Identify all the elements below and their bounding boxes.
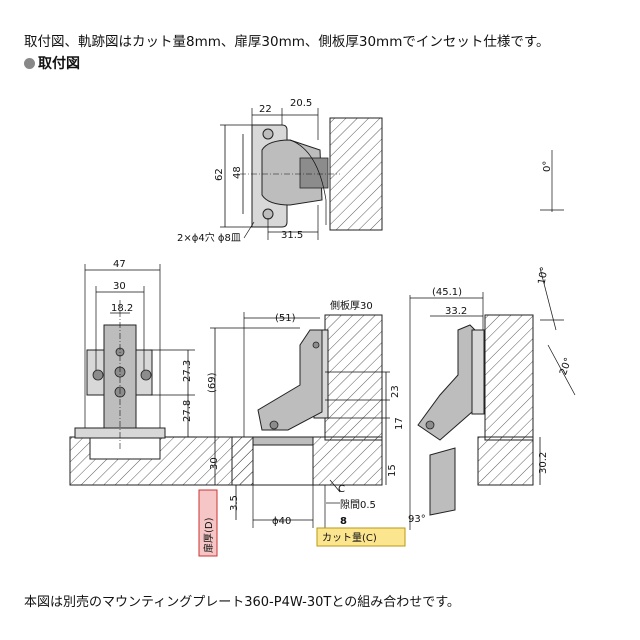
side-panel-traj bbox=[484, 314, 534, 441]
dim-62: 62 bbox=[214, 168, 225, 181]
label-c-small: C bbox=[338, 484, 345, 495]
dim-3-5: 3.5 bbox=[229, 495, 240, 511]
dim-48: 48 bbox=[232, 166, 243, 179]
dim-23: 23 bbox=[390, 385, 401, 398]
side-view: (51) 側板厚30 (69) 23 17 15 30 3.5 ϕ40 8 C … bbox=[198, 299, 406, 557]
hinge-cup-top bbox=[261, 139, 323, 206]
plate-traj bbox=[471, 329, 485, 415]
hole-note: 2×ϕ4穴 ϕ8皿 bbox=[177, 231, 241, 244]
dim-47: 47 bbox=[113, 259, 126, 270]
front-view: 47 30 18.2 27.3 27.8 bbox=[69, 259, 263, 486]
hinge-arm-traj bbox=[417, 324, 481, 441]
hinge-arm-top bbox=[299, 157, 329, 189]
dim-30-side: 30 bbox=[209, 457, 220, 470]
door-corner-traj bbox=[477, 436, 534, 486]
angle-93: 93° bbox=[408, 514, 426, 525]
dim-69: (69) bbox=[207, 372, 218, 393]
cut-amount-label: カット量(C) bbox=[322, 532, 377, 544]
dim-15: 15 bbox=[387, 464, 398, 477]
clearance: 隙間0.5 bbox=[340, 498, 376, 511]
angle-10: 10° bbox=[537, 266, 551, 285]
plate-screw-left bbox=[92, 369, 104, 381]
door-thickness-box bbox=[198, 489, 218, 557]
dim-27-8: 27.8 bbox=[182, 400, 193, 422]
section-title-text: 取付図 bbox=[38, 56, 80, 72]
hinge-arm-side bbox=[257, 329, 323, 431]
dim-8: 8 bbox=[340, 516, 347, 527]
caption-top: 取付図、軌跡図はカット量8mm、扉厚30mm、側板厚30mmでインセット仕様です… bbox=[24, 34, 550, 50]
dim-45-1: (45.1) bbox=[432, 287, 462, 298]
dim-22: 22 bbox=[259, 104, 272, 115]
dim-51: (51) bbox=[275, 313, 296, 324]
pivot-traj bbox=[425, 420, 435, 430]
screw-hole-top-2 bbox=[262, 208, 274, 220]
dim-17: 17 bbox=[394, 417, 405, 430]
bullet-icon bbox=[24, 58, 35, 69]
door-arc-top bbox=[289, 139, 327, 225]
dim-30-2: 30.2 bbox=[538, 452, 549, 474]
cup-bore-front bbox=[89, 436, 161, 460]
angle-0: 0° bbox=[542, 161, 553, 172]
trajectory-view: (45.1) 33.2 30.2 93° 0° 10° 20° bbox=[408, 150, 576, 530]
screw-hole-top-1 bbox=[262, 128, 274, 140]
dim-27-3: 27.3 bbox=[182, 360, 193, 382]
dim-18-2: 18.2 bbox=[111, 303, 133, 314]
caption-bottom: 本図は別売のマウンティングプレート360-P4W-30Tとの組み合わせです。 bbox=[24, 595, 460, 610]
wall-section-top bbox=[329, 117, 383, 231]
plate-screw-right bbox=[140, 369, 152, 381]
angle-20: 20° bbox=[558, 356, 574, 376]
pivot-side bbox=[269, 420, 279, 430]
dim-33-2: 33.2 bbox=[445, 306, 467, 317]
door-rotated bbox=[429, 447, 456, 516]
side-panel-section bbox=[324, 314, 383, 441]
pivot-side-2 bbox=[312, 341, 320, 349]
cut-amount-box bbox=[316, 527, 406, 547]
section-title: 取付図 bbox=[24, 53, 80, 73]
dim-20-5: 20.5 bbox=[290, 98, 312, 109]
dim-30: 30 bbox=[113, 281, 126, 292]
side-panel-label: 側板厚30 bbox=[330, 299, 373, 312]
dim-31-5: 31.5 bbox=[281, 230, 303, 241]
dim-phi40: ϕ40 bbox=[272, 516, 291, 527]
top-view: 22 20.5 62 48 31.5 2×ϕ4穴 ϕ8皿 bbox=[177, 98, 383, 244]
cup-side bbox=[252, 436, 314, 446]
door-thickness-label: 扉厚(D) bbox=[202, 517, 215, 553]
